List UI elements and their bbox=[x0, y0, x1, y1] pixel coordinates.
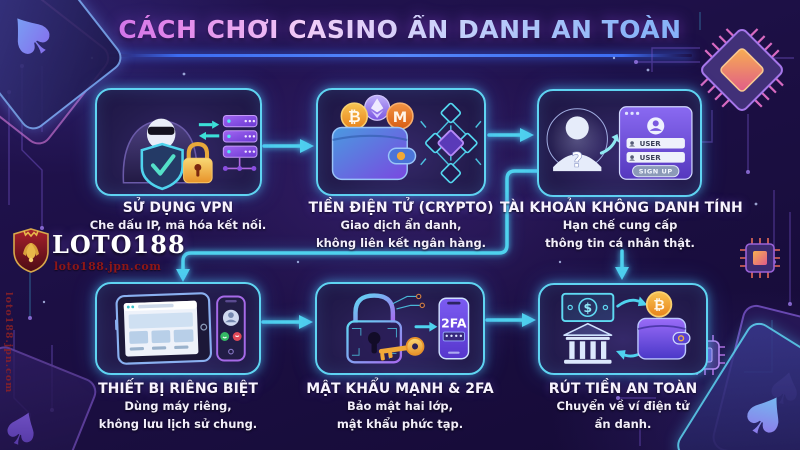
small-chip-icon bbox=[740, 238, 780, 278]
arrow-to-2fa bbox=[414, 321, 438, 332]
step-title: RÚT TIỀN AN TOÀN bbox=[548, 381, 698, 397]
step-subtitle: Giao dịch ẩn danh, bbox=[340, 218, 462, 232]
step-card-crypto: ₿ M bbox=[316, 88, 486, 196]
svg-text:₿: ₿ bbox=[653, 298, 664, 314]
svg-text:2FA: 2FA bbox=[441, 316, 467, 331]
logo-domain: loto188.jpn.com bbox=[54, 260, 162, 273]
step-title: TÀI KHOẢN KHÔNG DANH TÍNH bbox=[500, 200, 743, 216]
step-subtitle: không liên kết ngân hàng. bbox=[315, 235, 487, 250]
step-card-account: ? USER USER bbox=[537, 89, 702, 197]
step-title: MẬT KHẨU MẠNH & 2FA bbox=[306, 381, 494, 397]
watermark-domain: loto188.jpn.com bbox=[3, 292, 14, 394]
tablet-icon bbox=[114, 292, 212, 365]
svg-text:••••: •••• bbox=[444, 332, 463, 341]
circuit-sparks bbox=[392, 293, 425, 310]
svg-text:?: ? bbox=[571, 148, 583, 172]
signup-button[interactable]: SIGN UP bbox=[632, 165, 680, 178]
title-underline bbox=[108, 54, 692, 57]
logo-shield-icon bbox=[13, 228, 49, 273]
svg-text:USER: USER bbox=[640, 153, 662, 162]
username-field[interactable]: USER bbox=[626, 137, 685, 149]
svg-text:₿: ₿ bbox=[348, 108, 361, 126]
blockchain-network-icon bbox=[420, 102, 482, 184]
step-subtitle: ẩn danh. bbox=[594, 416, 652, 431]
circuit-lock-icon bbox=[346, 293, 403, 364]
step-title: SỬ DỤNG VPN bbox=[122, 200, 234, 216]
crypto-wallet-icon bbox=[637, 317, 691, 360]
ethereum-coin-icon bbox=[364, 94, 391, 121]
caption-step-device: THIẾT BỊ RIÊNG BIỆT Dùng máy riêng, khôn… bbox=[58, 381, 298, 432]
page-title: CÁCH CHƠI CASINO ẨN DANH AN TOÀN bbox=[0, 15, 800, 44]
step-subtitle: Dùng máy riêng, bbox=[124, 399, 232, 413]
step-card-vpn bbox=[95, 88, 262, 196]
step-subtitle: Hạn chế cung cấp bbox=[562, 218, 678, 232]
bank-icon bbox=[563, 322, 613, 364]
transfer-arrows-icon bbox=[198, 120, 220, 140]
step-title: TIỀN ĐIỆN TỬ (CRYPTO) bbox=[308, 200, 494, 216]
caption-step-withdraw: RÚT TIỀN AN TOÀN Chuyển về ví điện tử ẩn… bbox=[503, 381, 743, 432]
curved-arrow-icon bbox=[599, 138, 617, 155]
signup-form-window: USER USER SIGN UP bbox=[618, 106, 693, 180]
password-field[interactable]: USER bbox=[626, 152, 685, 163]
bitcoin-coin-icon: ₿ bbox=[645, 291, 673, 318]
money-bill-icon: $ bbox=[561, 292, 615, 323]
bitcoin-coin-icon: ₿ bbox=[340, 102, 369, 130]
svg-text:SIGN UP: SIGN UP bbox=[639, 168, 673, 176]
svg-text:$: $ bbox=[584, 301, 593, 315]
step-subtitle: không lưu lịch sử chung. bbox=[98, 416, 258, 431]
monero-coin-icon: M bbox=[386, 102, 414, 130]
step-card-password-2fa: 2FA •••• bbox=[315, 282, 485, 375]
svg-text:USER: USER bbox=[640, 139, 662, 148]
step-card-device bbox=[95, 282, 261, 375]
anonymous-user-icon: ? bbox=[546, 108, 608, 172]
step-subtitle: Bảo mật hai lớp, bbox=[346, 399, 453, 413]
caption-step-crypto: TIỀN ĐIỆN TỬ (CRYPTO) Giao dịch ẩn danh,… bbox=[281, 200, 521, 251]
server-stack-icon bbox=[222, 115, 258, 171]
padlock-icon bbox=[183, 141, 213, 184]
step-card-withdraw: $ ₿ bbox=[538, 283, 708, 375]
step-subtitle: Che dấu IP, mã hóa kết nối. bbox=[89, 218, 267, 232]
crypto-wallet-icon bbox=[331, 126, 417, 181]
step-subtitle: Chuyển về ví điện tử bbox=[556, 399, 690, 413]
phone-call-icon bbox=[216, 295, 246, 362]
cpu-chip-icon bbox=[700, 28, 784, 111]
2fa-phone-icon: 2FA •••• bbox=[438, 297, 470, 360]
logo-text: LOTO188 bbox=[52, 230, 186, 259]
key-icon bbox=[378, 337, 425, 361]
connector-step3-step4 bbox=[181, 169, 539, 272]
caption-step-password: MẬT KHẨU MẠNH & 2FA Bảo mật hai lớp, mật… bbox=[280, 381, 520, 432]
caption-step-account: TÀI KHOẢN KHÔNG DANH TÍNH Hạn chế cung c… bbox=[500, 200, 743, 251]
step-subtitle: thông tin cá nhân thật. bbox=[545, 235, 695, 250]
shield-check-icon bbox=[140, 142, 184, 191]
caption-step-vpn: SỬ DỤNG VPN Che dấu IP, mã hóa kết nối. bbox=[58, 200, 298, 234]
step-subtitle: mật khẩu phức tạp. bbox=[336, 416, 464, 431]
step-title: THIẾT BỊ RIÊNG BIỆT bbox=[98, 381, 258, 397]
svg-text:M: M bbox=[393, 110, 407, 126]
